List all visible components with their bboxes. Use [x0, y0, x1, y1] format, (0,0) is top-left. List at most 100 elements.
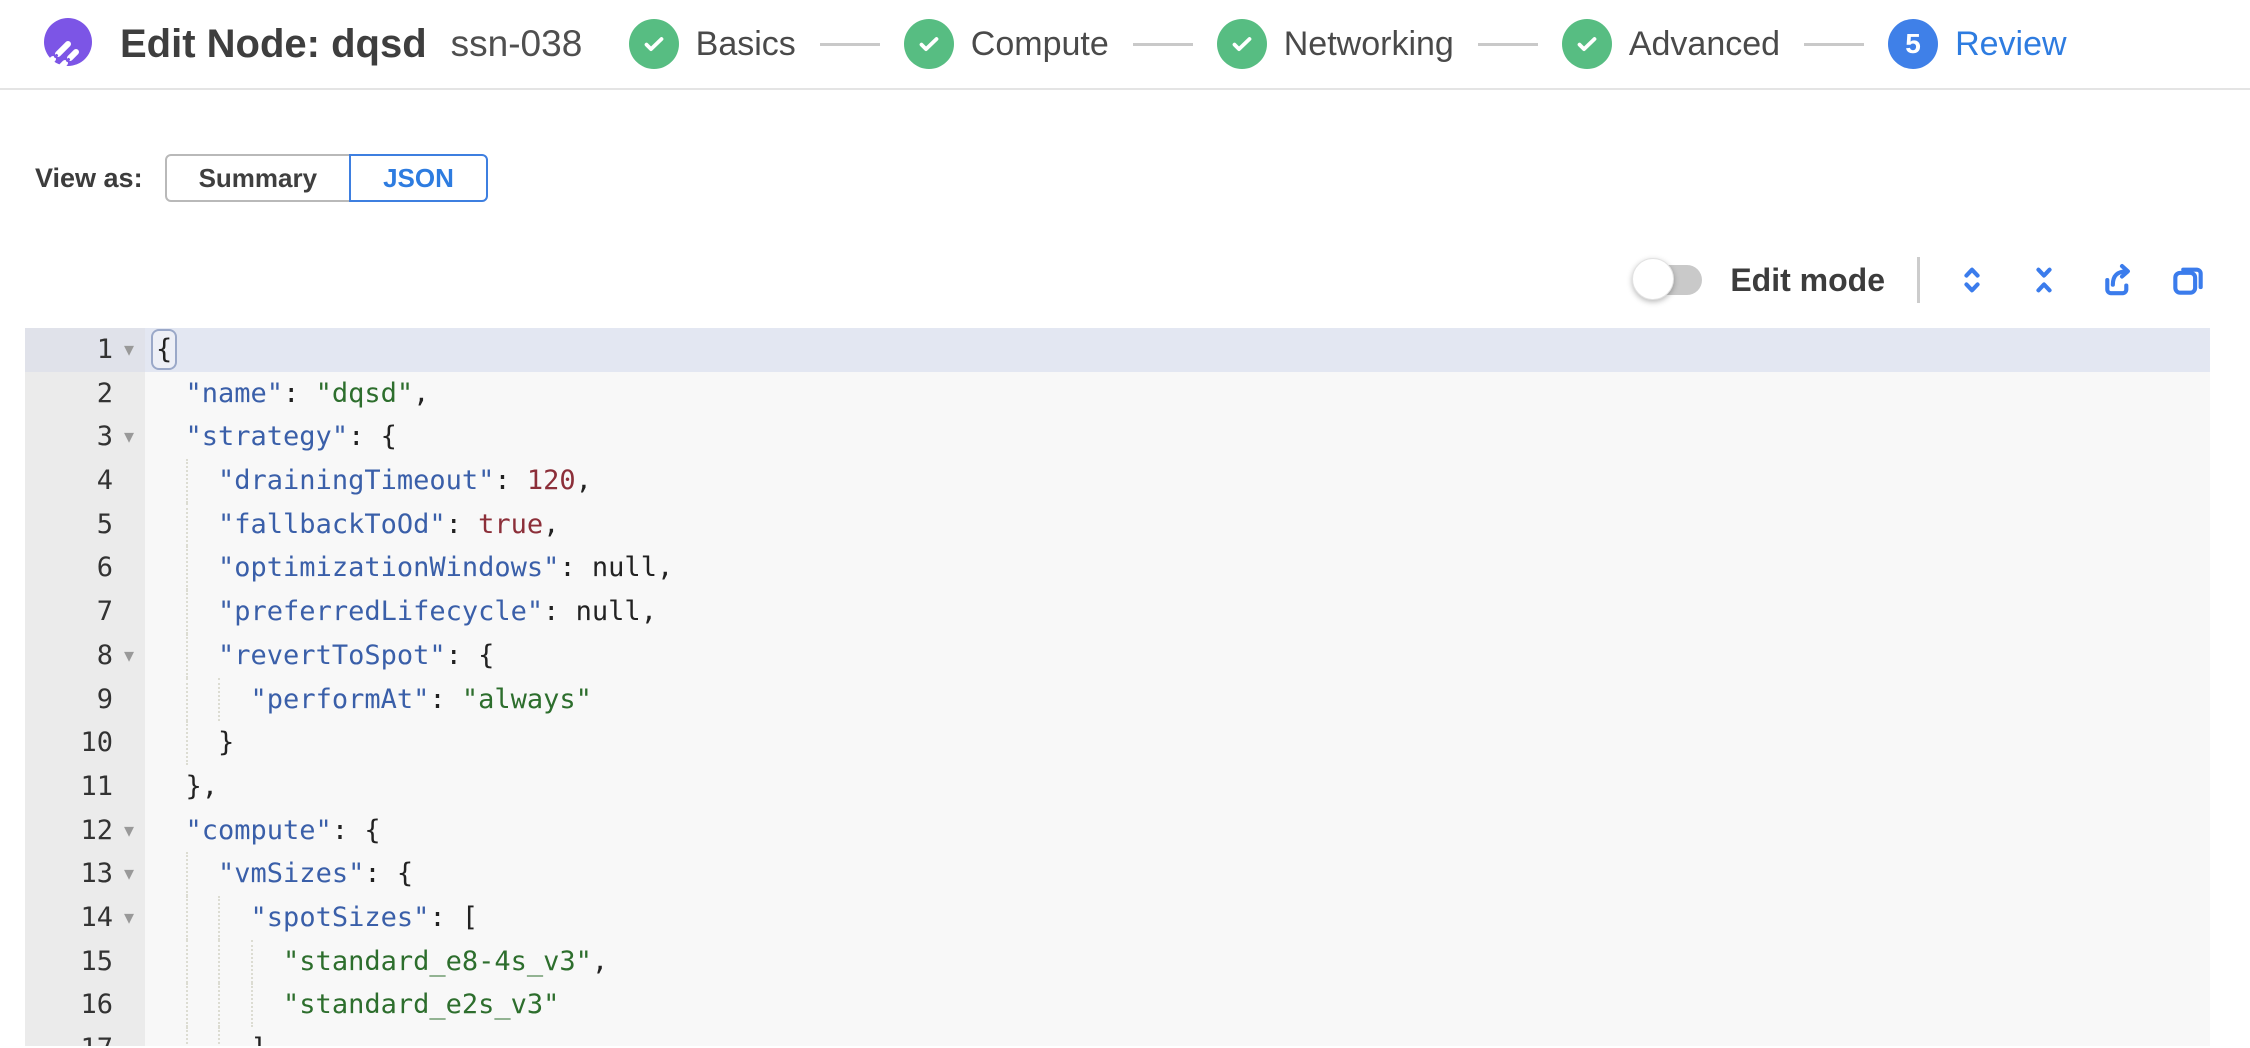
line-number[interactable]: 8▾: [25, 633, 145, 678]
code-line[interactable]: "strategy": {: [145, 415, 2210, 459]
step-review[interactable]: 5 Review: [1888, 19, 2067, 69]
indent-guide: [185, 677, 188, 722]
edit-mode-toggle[interactable]: [1632, 258, 1703, 300]
code-line[interactable]: "optimizationWindows": null,: [145, 546, 2210, 591]
line-number[interactable]: 13▾: [25, 852, 145, 896]
code-line[interactable]: "preferredLifecycle": null,: [145, 590, 2210, 634]
code-token: "name": [185, 377, 284, 409]
code-line[interactable]: }: [145, 721, 2210, 765]
fold-toggle-icon[interactable]: ▾: [123, 817, 135, 842]
step-advanced[interactable]: Advanced: [1561, 19, 1780, 69]
wizard-stepper: Basics Compute Networking Advanced 5 Rev…: [628, 19, 2225, 69]
view-as-label: View as:: [35, 162, 143, 193]
code-token: :: [445, 508, 479, 540]
editor-line[interactable]: 7 "preferredLifecycle": null,: [25, 590, 2210, 634]
code-line[interactable]: },: [145, 765, 2210, 809]
line-number[interactable]: 5: [25, 502, 145, 547]
code-line[interactable]: "standard_e8-4s_v3",: [145, 939, 2210, 984]
line-number[interactable]: 10: [25, 721, 145, 765]
collapse-all-icon[interactable]: [2024, 260, 2064, 300]
editor-line[interactable]: 9 "performAt": "always": [25, 677, 2210, 722]
export-icon[interactable]: [2096, 260, 2136, 300]
json-editor[interactable]: 1▾{2 "name": "dqsd",3▾ "strategy": {4 "d…: [25, 328, 2210, 1046]
copy-icon[interactable]: [2168, 260, 2208, 300]
editor-line[interactable]: 5 "fallbackToOd": true,: [25, 502, 2210, 547]
code-line[interactable]: "fallbackToOd": true,: [145, 502, 2210, 547]
editor-line[interactable]: 15 "standard_e8-4s_v3",: [25, 939, 2210, 984]
code-line[interactable]: "compute": {: [145, 809, 2210, 853]
toggle-knob: [1632, 258, 1675, 300]
code-token: ,: [591, 945, 609, 977]
code-line[interactable]: "spotSizes": [: [145, 895, 2210, 940]
indent-guide: [185, 633, 188, 678]
step-compute[interactable]: Compute: [903, 19, 1109, 69]
code-line[interactable]: "revertToSpot": {: [145, 633, 2210, 678]
view-as-row: View as: Summary JSON: [35, 154, 2250, 202]
indent-guide: [250, 939, 253, 984]
step-basics[interactable]: Basics: [628, 19, 796, 69]
step-networking[interactable]: Networking: [1216, 19, 1454, 69]
code-token: },: [185, 770, 219, 802]
line-number[interactable]: 7: [25, 590, 145, 634]
expand-all-icon[interactable]: [1952, 260, 1992, 300]
code-token: "dqsd": [315, 377, 414, 409]
editor-line[interactable]: 16 "standard_e2s_v3": [25, 983, 2210, 1027]
line-number[interactable]: 2: [25, 371, 145, 416]
code-token: :: [283, 377, 316, 409]
editor-line[interactable]: 14▾ "spotSizes": [: [25, 895, 2210, 940]
step-number-badge: 5: [1888, 19, 1939, 69]
code-line[interactable]: "vmSizes": {: [145, 852, 2210, 896]
code-line[interactable]: "drainingTimeout": 120,: [145, 459, 2210, 503]
editor-line[interactable]: 2 "name": "dqsd",: [25, 371, 2210, 416]
line-number[interactable]: 11: [25, 764, 145, 809]
code-token: "performAt": [250, 683, 430, 715]
code-line[interactable]: ],: [145, 1027, 2210, 1046]
fold-toggle-icon[interactable]: ▾: [123, 861, 135, 886]
fold-toggle-icon[interactable]: ▾: [123, 904, 135, 929]
editor-line[interactable]: 8▾ "revertToSpot": {: [25, 633, 2210, 678]
fold-toggle-icon[interactable]: ▾: [123, 337, 135, 361]
code-token: "drainingTimeout": [218, 465, 495, 497]
line-number[interactable]: 12▾: [25, 808, 145, 853]
json-view-button[interactable]: JSON: [349, 154, 488, 202]
indent-guide: [218, 677, 221, 722]
line-number[interactable]: 6: [25, 546, 145, 591]
editor-line[interactable]: 13▾ "vmSizes": {: [25, 852, 2210, 896]
editor-line[interactable]: 3▾ "strategy": {: [25, 415, 2210, 460]
editor-line[interactable]: 11 },: [25, 764, 2210, 809]
code-token: null: [575, 596, 641, 628]
wizard-header: Edit Node: dqsd ssn-038 Basics Compute N…: [0, 0, 2250, 90]
indent-guide: [218, 1027, 221, 1046]
editor-line[interactable]: 4 "drainingTimeout": 120,: [25, 459, 2210, 503]
editor-line[interactable]: 10 }: [25, 721, 2210, 765]
line-number[interactable]: 17: [25, 1027, 145, 1046]
line-number[interactable]: 14▾: [25, 895, 145, 940]
toolbar-divider: [1917, 257, 1920, 303]
line-number[interactable]: 4: [25, 459, 145, 503]
editor-line[interactable]: 17 ],: [25, 1027, 2210, 1046]
code-line[interactable]: "standard_e2s_v3": [145, 983, 2210, 1027]
line-number[interactable]: 9: [25, 677, 145, 722]
fold-toggle-icon[interactable]: ▾: [123, 642, 135, 667]
code-token: : {: [348, 421, 397, 453]
step-connector: [1477, 42, 1538, 46]
line-number[interactable]: 16: [25, 983, 145, 1027]
line-number[interactable]: 3▾: [25, 415, 145, 460]
editor-line[interactable]: 6 "optimizationWindows": null,: [25, 546, 2210, 591]
indent-guide: [218, 939, 221, 984]
step-complete-check-icon: [628, 19, 679, 69]
line-number[interactable]: 15: [25, 939, 145, 984]
line-number[interactable]: 1▾: [25, 328, 145, 372]
step-connector: [1804, 42, 1865, 46]
fold-toggle-icon[interactable]: ▾: [123, 424, 135, 449]
code-token: true: [478, 508, 544, 540]
code-line[interactable]: "performAt": "always": [145, 677, 2210, 722]
editor-line[interactable]: 1▾{: [25, 328, 2210, 372]
code-token: "vmSizes": [218, 858, 365, 890]
summary-view-button[interactable]: Summary: [164, 154, 352, 202]
code-token: : {: [331, 814, 381, 846]
editor-line[interactable]: 12▾ "compute": {: [25, 808, 2210, 853]
code-line[interactable]: "name": "dqsd",: [145, 372, 2210, 416]
page-title: Edit Node: dqsd: [120, 21, 427, 66]
code-line[interactable]: {: [145, 328, 2210, 372]
